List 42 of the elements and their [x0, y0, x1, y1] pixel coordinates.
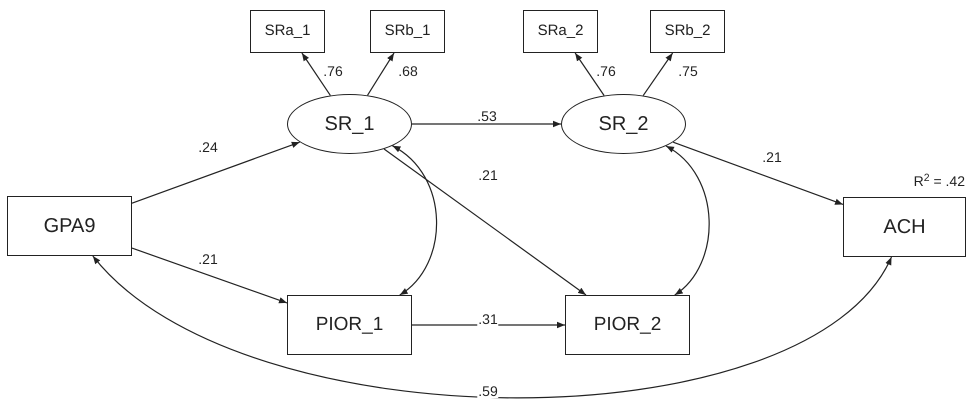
variable-name: PIOR_2 [594, 313, 662, 337]
edge-label: .21 [197, 252, 219, 266]
observed-variable-box [250, 10, 325, 53]
arrow [367, 52, 395, 96]
edge-label: .21 [477, 168, 499, 182]
curved-arrow [392, 145, 438, 296]
observed-variable-box [7, 196, 132, 256]
variable-name: SRb_2 [664, 22, 710, 41]
variable-name: GPA9 [44, 214, 96, 238]
edge-label: .24 [197, 140, 219, 154]
edge-label: .75 [677, 64, 699, 78]
arrow [132, 142, 300, 204]
r-squared-label: R$^{2}$ = .42 [914, 174, 965, 188]
observed-variable-box [650, 10, 725, 53]
variable-name: ACH [883, 214, 926, 240]
edge-label: .76 [595, 64, 617, 78]
arrow [574, 52, 605, 96]
arrow [384, 148, 586, 296]
arrow [412, 322, 565, 328]
edge-label: .76 [322, 64, 344, 78]
arrow [412, 120, 561, 128]
variable-name: SRa_1 [264, 22, 310, 41]
variable-name: SR_1 [324, 112, 375, 136]
variable-name: SR_2 [598, 112, 649, 136]
edge-label: .53 [476, 109, 498, 123]
variable-name: SRa_2 [538, 22, 584, 41]
variable-name: SRb_1 [384, 22, 430, 41]
observed-variable-box [565, 295, 690, 355]
edge-label: .59 [477, 384, 499, 398]
curved-arrow [666, 146, 710, 296]
arrow [132, 248, 288, 304]
edge-label: .21 [761, 150, 783, 164]
observed-variable-box [287, 295, 412, 355]
curved-arrow [92, 256, 892, 398]
arrow [301, 52, 331, 96]
edge-label: .68 [397, 64, 419, 78]
arrow [672, 142, 844, 206]
arrow [642, 52, 674, 96]
edge-label: .31 [477, 312, 499, 326]
variable-name: PIOR_1 [316, 313, 384, 337]
observed-variable-box [523, 10, 598, 53]
observed-variable-box [370, 10, 445, 53]
